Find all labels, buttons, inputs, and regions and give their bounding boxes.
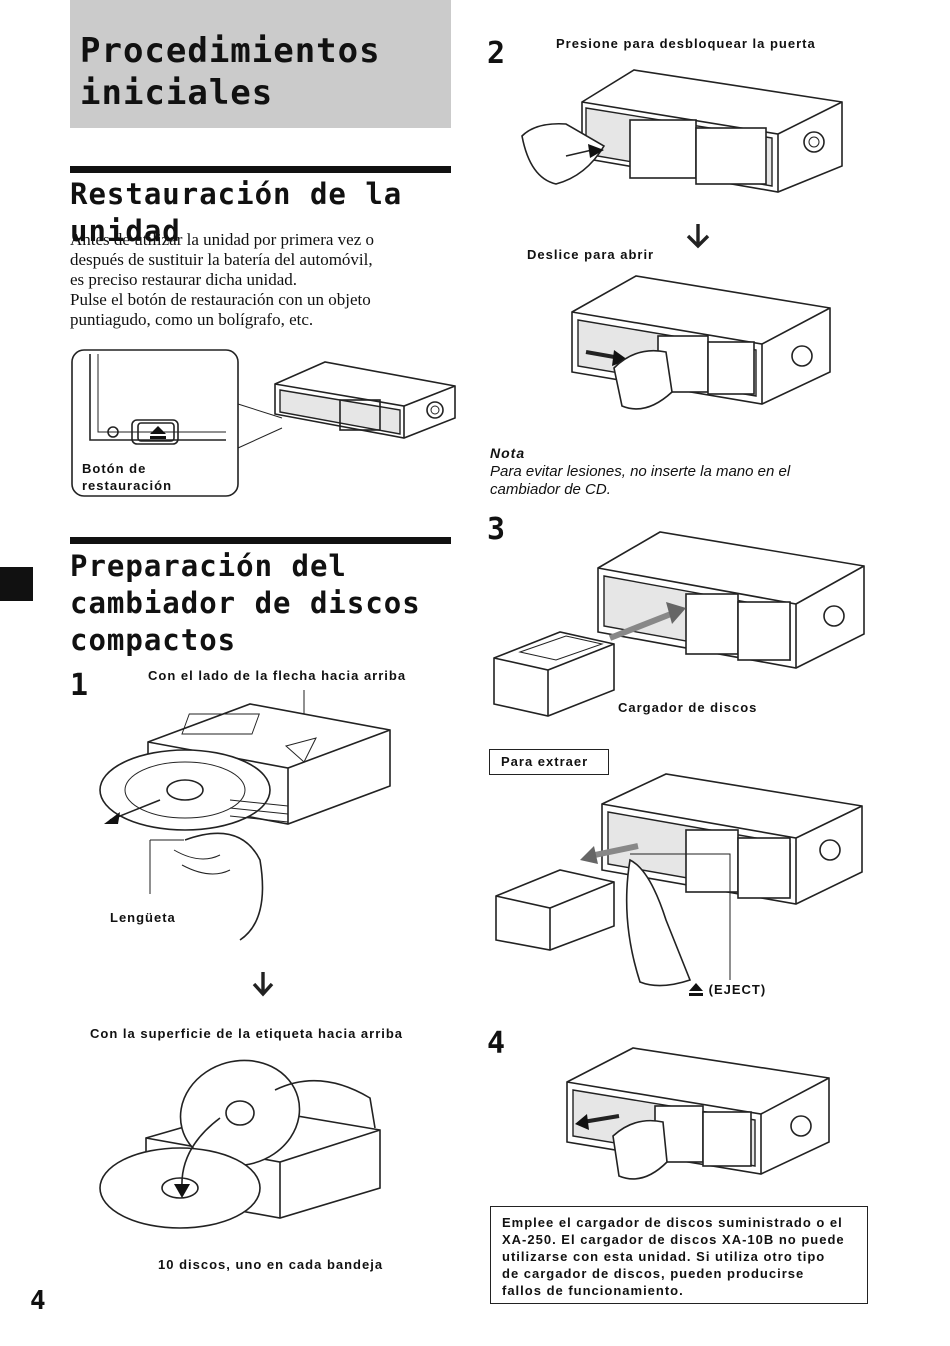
reset-heading: Restauración de la unidad (70, 177, 403, 248)
notice-line: de cargador de discos, pueden producirse (502, 1266, 805, 1281)
page-number: 4 (30, 1286, 46, 1316)
reset-paragraph: Antes de utilizar la unidad por primera … (70, 230, 450, 330)
notice-line: fallos de funcionamiento. (502, 1283, 684, 1298)
notice-line: XA-250. El cargador de discos XA-10B no … (502, 1232, 845, 1247)
prep-heading-line: Preparación del (70, 549, 347, 583)
note-title: Nota (490, 445, 526, 461)
eject-text: (EJECT) (708, 982, 767, 997)
note-line: Para evitar lesiones, no inserte la mano… (490, 463, 791, 480)
notice-line: utilizarse con esta unidad. Si utiliza o… (502, 1249, 826, 1264)
callout-line: Botón de (82, 461, 147, 476)
reset-line: puntiagudo, como un bolígrafo, etc. (70, 310, 314, 329)
step-number: 4 (487, 1026, 506, 1061)
callout-line: restauración (82, 478, 173, 493)
reset-line: Antes de utilizar la unidad por primera … (70, 230, 374, 249)
compatibility-notice: Emplee el cargador de discos suministrad… (490, 1206, 868, 1304)
reset-line: Pulse el botón de restauración con un ob… (70, 290, 371, 309)
down-arrow-icon (686, 224, 710, 249)
notice-text: Emplee el cargador de discos suministrad… (502, 1214, 867, 1299)
remove-section-label: Para extraer (489, 749, 609, 775)
magazine-insert-illustration (493, 531, 865, 717)
notice-line: Emplee el cargador de discos suministrad… (502, 1215, 843, 1230)
section-tab-marker (0, 567, 33, 601)
step-number: 1 (70, 668, 89, 703)
reset-line: después de sustituir la batería del auto… (70, 250, 373, 269)
prep-heading: Preparación del cambiador de discos comp… (70, 548, 470, 659)
step2-label-unlock: Presione para desbloquear la puerta (556, 36, 816, 51)
eject-icon (689, 983, 703, 996)
disc-insertion-illustration (99, 1059, 381, 1229)
step1-label-ten-discs: 10 discos, uno en cada bandeja (158, 1257, 384, 1272)
magazine-loading-illustration (99, 690, 391, 941)
step1-label-arrow-up: Con el lado de la flecha hacia arriba (148, 668, 407, 683)
reset-line: es preciso restaurar dicha unidad. (70, 270, 298, 289)
reset-button-callout: Botón de restauración (82, 460, 172, 494)
step3-magazine-label: Cargador de discos (618, 700, 758, 715)
prep-heading-line: compactos (70, 623, 237, 657)
door-unlock-illustration (521, 69, 843, 193)
step-number: 3 (487, 512, 506, 547)
door-slide-illustration (571, 275, 831, 410)
section-rule (70, 166, 451, 173)
step1-label-side-up: Con la superficie de la etiqueta hacia a… (90, 1026, 404, 1041)
step1-tab-label: Lengüeta (110, 910, 176, 925)
page-title: Procedimientos iniciales (80, 30, 440, 114)
door-close-illustration (566, 1047, 830, 1180)
page-title-line2: iniciales (80, 73, 274, 113)
magazine-eject-illustration (495, 773, 863, 987)
step2-label-slide: Deslice para abrir (527, 247, 655, 262)
note-line: cambiador de CD. (490, 481, 611, 498)
section-rule (70, 537, 451, 544)
reset-button-illustration (71, 349, 456, 497)
step-number: 2 (487, 36, 506, 71)
note-text: Para evitar lesiones, no inserte la mano… (490, 463, 850, 499)
prep-heading-line: cambiador de discos (70, 586, 421, 620)
eject-button-label: (EJECT) (688, 982, 766, 997)
down-arrow-icon (252, 972, 274, 997)
page-title-line1: Procedimientos (80, 31, 381, 71)
title-box (70, 0, 451, 128)
